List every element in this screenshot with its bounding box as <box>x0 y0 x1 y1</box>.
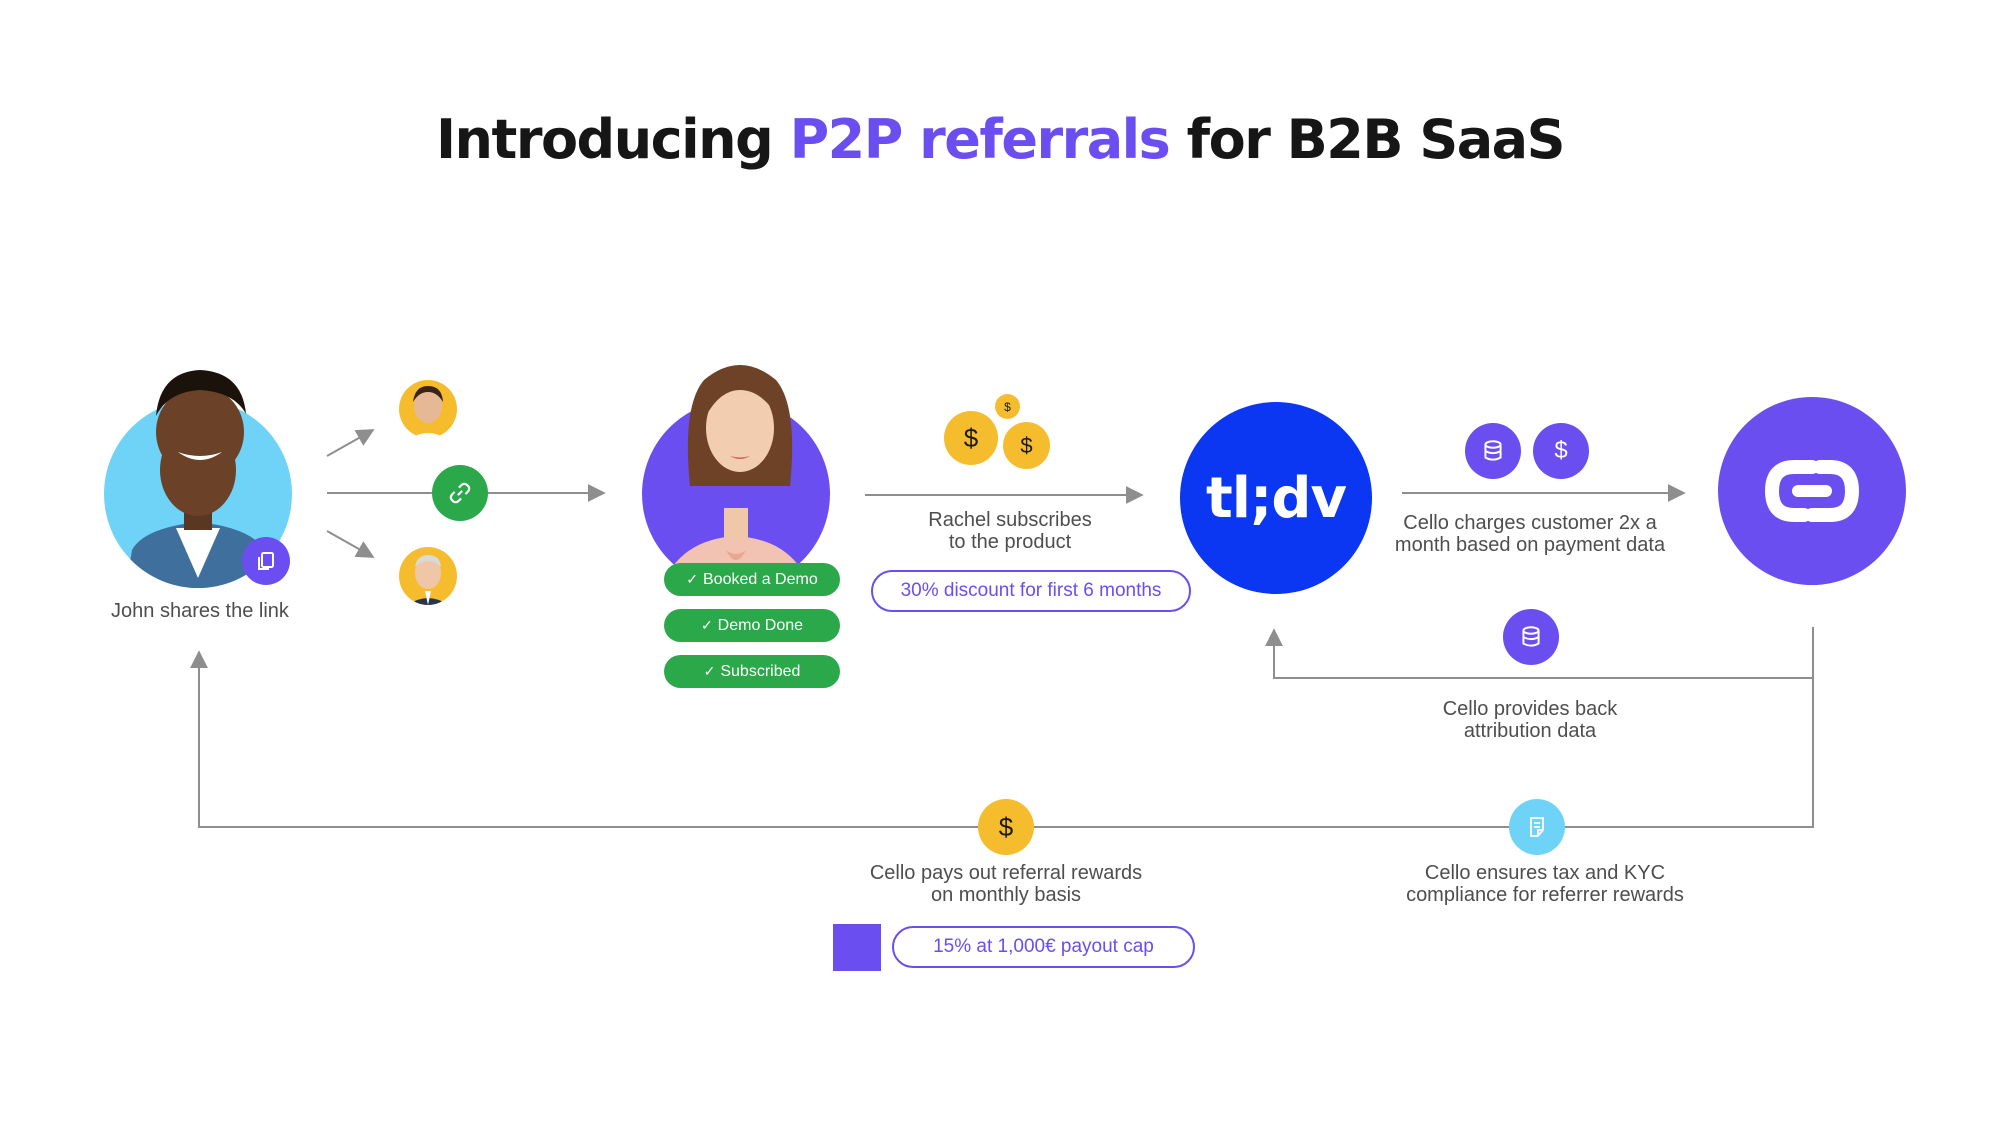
coin-icon: $ <box>1003 422 1050 469</box>
stage-label: Subscribed <box>720 662 801 680</box>
payout-cap-badge: 15% at 1,000€ payout cap <box>892 926 1195 968</box>
page-title: Introducing P2P referrals for B2B SaaS <box>0 108 2000 171</box>
share-link-button[interactable] <box>432 465 488 521</box>
discount-badge: 30% discount for first 6 months <box>871 570 1191 612</box>
cello-logo-mark <box>1764 460 1860 522</box>
subscribe-caption-line1: Rachel subscribes <box>928 509 1092 531</box>
subscribe-caption-line2: to the product <box>948 531 1072 553</box>
charges-caption: Cello charges customer 2x a month based … <box>1370 512 1690 556</box>
attribution-caption-line1: Cello provides back <box>1442 698 1618 720</box>
tldv-logo-text: tl;dv <box>1206 465 1347 531</box>
candidate-avatar-top <box>399 380 457 438</box>
compliance-caption-line2: compliance for referrer rewards <box>1406 884 1684 906</box>
compliance-caption: Cello ensures tax and KYC compliance for… <box>1380 862 1710 906</box>
arrow-attribution <box>1265 627 1814 679</box>
title-part1: Introducing <box>435 108 790 171</box>
database-icon <box>1503 609 1559 665</box>
stage-label: Demo Done <box>717 616 804 634</box>
attribution-caption-line2: attribution data <box>1463 720 1597 742</box>
stage-pill-booked: ✓ Booked a Demo <box>664 563 840 596</box>
arrow-to-candidate-top <box>326 429 375 457</box>
charges-caption-line2: month based on payment data <box>1394 534 1666 556</box>
check-icon: ✓ <box>686 571 698 587</box>
payout-caption-line2: on monthly basis <box>930 884 1082 906</box>
copy-link-button[interactable] <box>242 537 290 585</box>
title-accent: P2P referrals <box>789 108 1171 171</box>
rachel-head-overflow <box>660 356 820 486</box>
john-caption: John shares the link <box>111 600 289 622</box>
payout-caption: Cello pays out referral rewards on month… <box>846 862 1166 906</box>
compliance-caption-line1: Cello ensures tax and KYC <box>1424 862 1666 884</box>
candidate-avatar-bottom <box>399 547 457 605</box>
check-icon: ✓ <box>700 617 713 633</box>
title-part2: for B2B SaaS <box>1169 108 1566 171</box>
copy-icon <box>258 552 274 570</box>
coin-icon: $ <box>995 394 1020 419</box>
accent-square <box>833 924 881 971</box>
database-icon <box>1465 423 1521 479</box>
dollar-icon: $ <box>978 799 1034 855</box>
stage-pill-subscribed: ✓Subscribed <box>664 655 840 688</box>
subscribe-caption: Rachel subscribes to the product <box>880 509 1140 553</box>
coin-icon: $ <box>944 411 998 465</box>
stage-label: Booked a Demo <box>703 570 818 588</box>
john-head-overflow <box>108 356 286 478</box>
stage-pill-demo-done: ✓Demo Done <box>664 609 840 642</box>
cello-logo <box>1718 397 1906 585</box>
arrow-to-candidate-bottom <box>326 530 375 558</box>
document-icon <box>1509 799 1565 855</box>
attribution-caption: Cello provides back attribution data <box>1390 698 1670 742</box>
tldv-logo: tl;dv <box>1180 402 1372 594</box>
payout-caption-line1: Cello pays out referral rewards <box>869 862 1143 884</box>
link-icon <box>449 482 471 504</box>
charges-caption-line1: Cello charges customer 2x a <box>1403 512 1657 534</box>
check-icon: ✓ <box>703 663 716 679</box>
dollar-icon: $ <box>1533 423 1589 479</box>
